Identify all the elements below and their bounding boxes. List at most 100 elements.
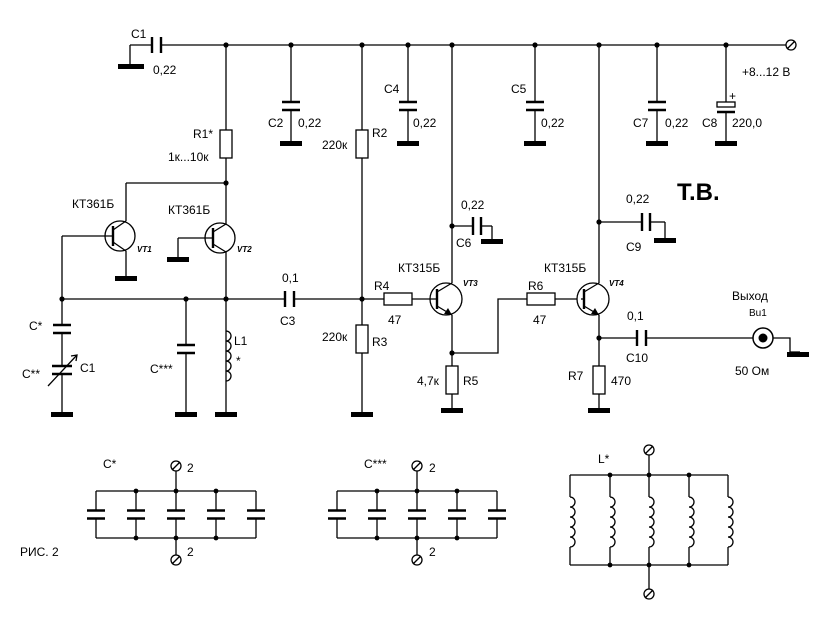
parallel-capacitor xyxy=(127,488,145,541)
parallel-coil xyxy=(569,475,576,565)
parallel-capacitor xyxy=(247,491,265,538)
vt4-ref: VT4 xyxy=(609,279,624,288)
c2-value: 0,22 xyxy=(298,116,322,130)
r3-value: 220к xyxy=(322,330,348,344)
resistor-r7: R7 470 xyxy=(568,365,631,413)
c10-ref: C10 xyxy=(626,351,648,365)
l1-ref: L1 xyxy=(234,334,248,348)
r2-ref: R2 xyxy=(372,126,388,140)
c9-value: 0,22 xyxy=(626,192,650,206)
vt1-type: КТ361Б xyxy=(72,197,114,211)
detail-c-star-title: C* xyxy=(103,457,117,471)
c8-polarity: + xyxy=(729,89,736,103)
detail-l-star: L* xyxy=(569,444,734,600)
parallel-coil xyxy=(646,472,655,568)
transistor-vt3: КТ315Б VT3 xyxy=(398,45,478,366)
c-star-ref: C* xyxy=(29,319,43,333)
oscillator-bus xyxy=(59,236,285,325)
parallel-capacitor xyxy=(167,488,185,541)
c1-value: 0,22 xyxy=(153,63,177,77)
c10-value: 0,1 xyxy=(627,309,644,323)
vt3-ref: VT3 xyxy=(463,279,478,288)
capacitor-c9: 0,22 C9 xyxy=(599,192,676,254)
vt4-type: КТ315Б xyxy=(544,261,586,275)
c8-value: 220,0 xyxy=(732,116,762,130)
c3-value: 0,1 xyxy=(282,271,299,285)
capacitor-c5: C5 0,22 xyxy=(511,45,565,146)
detail-c-star-pin-bottom: 2 xyxy=(187,545,194,559)
r7-ref: R7 xyxy=(568,369,584,383)
inductor-l1: L1 * xyxy=(215,330,248,417)
brand-mark: T.B. xyxy=(677,179,720,206)
capacitor-c2: C2 0,22 xyxy=(268,45,322,146)
vt2-ref: VT2 xyxy=(237,245,252,254)
capacitor-c-2star: C** C1 xyxy=(22,354,96,417)
r3-ref: R3 xyxy=(372,335,388,349)
detail-c-3star-title: C*** xyxy=(364,457,387,471)
c-2star-extra: C1 xyxy=(80,361,96,375)
r1-value: 1к...10к xyxy=(168,150,209,164)
parallel-coil xyxy=(607,472,616,568)
c3-ref: C3 xyxy=(280,314,296,328)
transistor-vt1: КТ361Б VT1 xyxy=(62,182,226,281)
parallel-capacitor xyxy=(207,488,225,541)
l1-mark: * xyxy=(236,354,241,368)
resistor-r4: R4 47 xyxy=(374,279,413,327)
capacitor-c6: 0,22 C6 xyxy=(452,198,503,250)
capacitor-c8: + C8 220,0 xyxy=(702,45,762,146)
r2-value: 220к xyxy=(322,138,348,152)
r1-ref: R1* xyxy=(193,127,213,141)
c1-ref: C1 xyxy=(131,27,147,41)
capacitor-c-3star: C*** xyxy=(150,299,197,417)
parallel-capacitor xyxy=(448,488,466,541)
r5-value: 4,7к xyxy=(417,374,440,388)
stage-link-wire xyxy=(452,298,527,354)
c2-ref: C2 xyxy=(268,116,284,130)
c7-ref: C7 xyxy=(633,116,649,130)
capacitor-c1: C1 0,22 xyxy=(118,27,177,77)
parallel-capacitor xyxy=(408,488,426,541)
vt1-ref: VT1 xyxy=(137,245,152,254)
parallel-capacitor xyxy=(368,488,386,541)
output-connector: Выход Bu1 50 Ом xyxy=(732,289,809,378)
power-rail: +8...12 В xyxy=(129,39,797,79)
c8-ref: C8 xyxy=(702,116,718,130)
r7-value: 470 xyxy=(611,374,631,388)
resistor-r1: R1* 1к...10к xyxy=(168,45,233,224)
c6-value: 0,22 xyxy=(461,198,485,212)
resistor-r6: R6 47 xyxy=(526,279,581,327)
detail-c-star-pin-top: 2 xyxy=(187,461,194,475)
r5-ref: R5 xyxy=(463,374,479,388)
resistor-r5: 4,7к R5 xyxy=(417,365,479,413)
detail-l-star-title: L* xyxy=(598,452,610,466)
capacitor-c-star: C* xyxy=(29,319,71,366)
detail-c-3star-pin-top: 2 xyxy=(429,461,436,475)
parallel-coil xyxy=(727,475,734,565)
detail-c-star: C* 2 2 xyxy=(87,457,265,566)
c4-ref: C4 xyxy=(384,82,400,96)
r6-ref: R6 xyxy=(528,279,544,293)
resistor-r3: 220к R3 xyxy=(322,324,388,417)
transistor-vt4: КТ315Б VT4 xyxy=(544,45,624,366)
vt3-type: КТ315Б xyxy=(398,261,440,275)
parallel-coil xyxy=(686,472,695,568)
c6-ref: C6 xyxy=(456,236,472,250)
parallel-capacitor xyxy=(87,491,105,538)
capacitor-c7: C7 0,22 xyxy=(633,45,689,146)
c-2star-ref: C** xyxy=(22,367,40,381)
transistor-vt2: КТ361Б VT2 xyxy=(167,203,252,412)
detail-c-3star: C*** 2 2 xyxy=(328,457,506,566)
parallel-capacitor xyxy=(488,491,506,538)
c5-ref: C5 xyxy=(511,82,527,96)
c7-value: 0,22 xyxy=(665,116,689,130)
capacitor-c4: C4 0,22 xyxy=(384,45,437,146)
c5-value: 0,22 xyxy=(541,116,565,130)
r6-value: 47 xyxy=(533,313,547,327)
parallel-capacitor xyxy=(328,491,346,538)
r4-value: 47 xyxy=(388,313,402,327)
c9-ref: C9 xyxy=(626,240,642,254)
capacitor-c10: 0,1 C10 xyxy=(599,309,753,365)
power-label: +8...12 В xyxy=(742,65,790,79)
